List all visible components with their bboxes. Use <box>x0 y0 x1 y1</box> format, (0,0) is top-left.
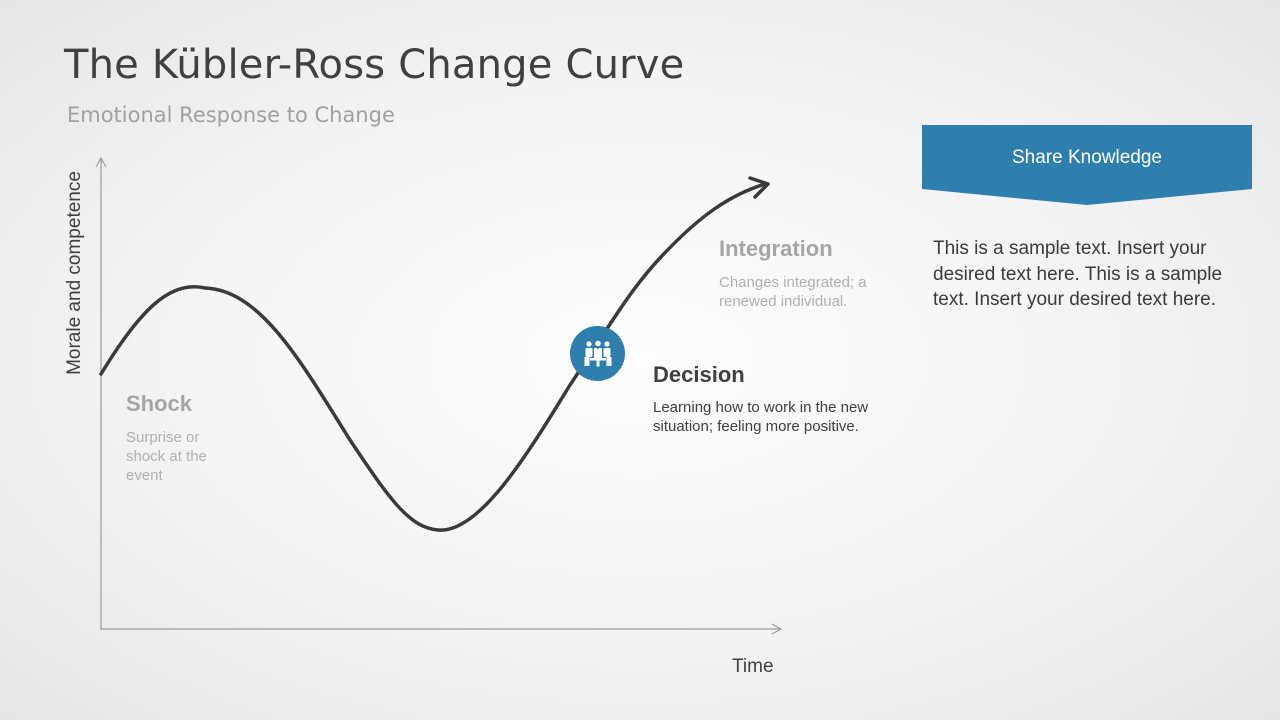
team-meeting-icon <box>584 340 611 366</box>
x-axis-arrowhead <box>771 623 783 635</box>
stage-integration-title: Integration <box>719 236 833 261</box>
y-axis-label: Morale and competence <box>64 171 85 375</box>
sidebar-body-text: This is a sample text. Insert your desir… <box>933 238 1223 310</box>
stage-integration-description: Changes integrated; a renewed individual… <box>719 274 867 310</box>
curve-arrowhead <box>748 176 770 199</box>
stage-decision-title: Decision <box>653 362 745 387</box>
x-axis-label: Time <box>732 656 774 677</box>
stage-shock-title: Shock <box>126 391 193 416</box>
decision-marker <box>570 326 625 381</box>
banner-label: Share Knowledge <box>1012 147 1162 168</box>
slide-subtitle: Emotional Response to Change <box>67 103 395 127</box>
stage-shock-description: Surprise or shock at the event <box>126 429 207 484</box>
share-knowledge-banner: Share Knowledge <box>922 125 1252 205</box>
banner-shape <box>922 125 1252 205</box>
y-axis-arrowhead <box>95 156 107 168</box>
slide-title: The Kübler-Ross Change Curve <box>64 42 685 88</box>
stage-decision-description: Learning how to work in the new situatio… <box>653 399 869 435</box>
change-curve <box>99 182 767 532</box>
